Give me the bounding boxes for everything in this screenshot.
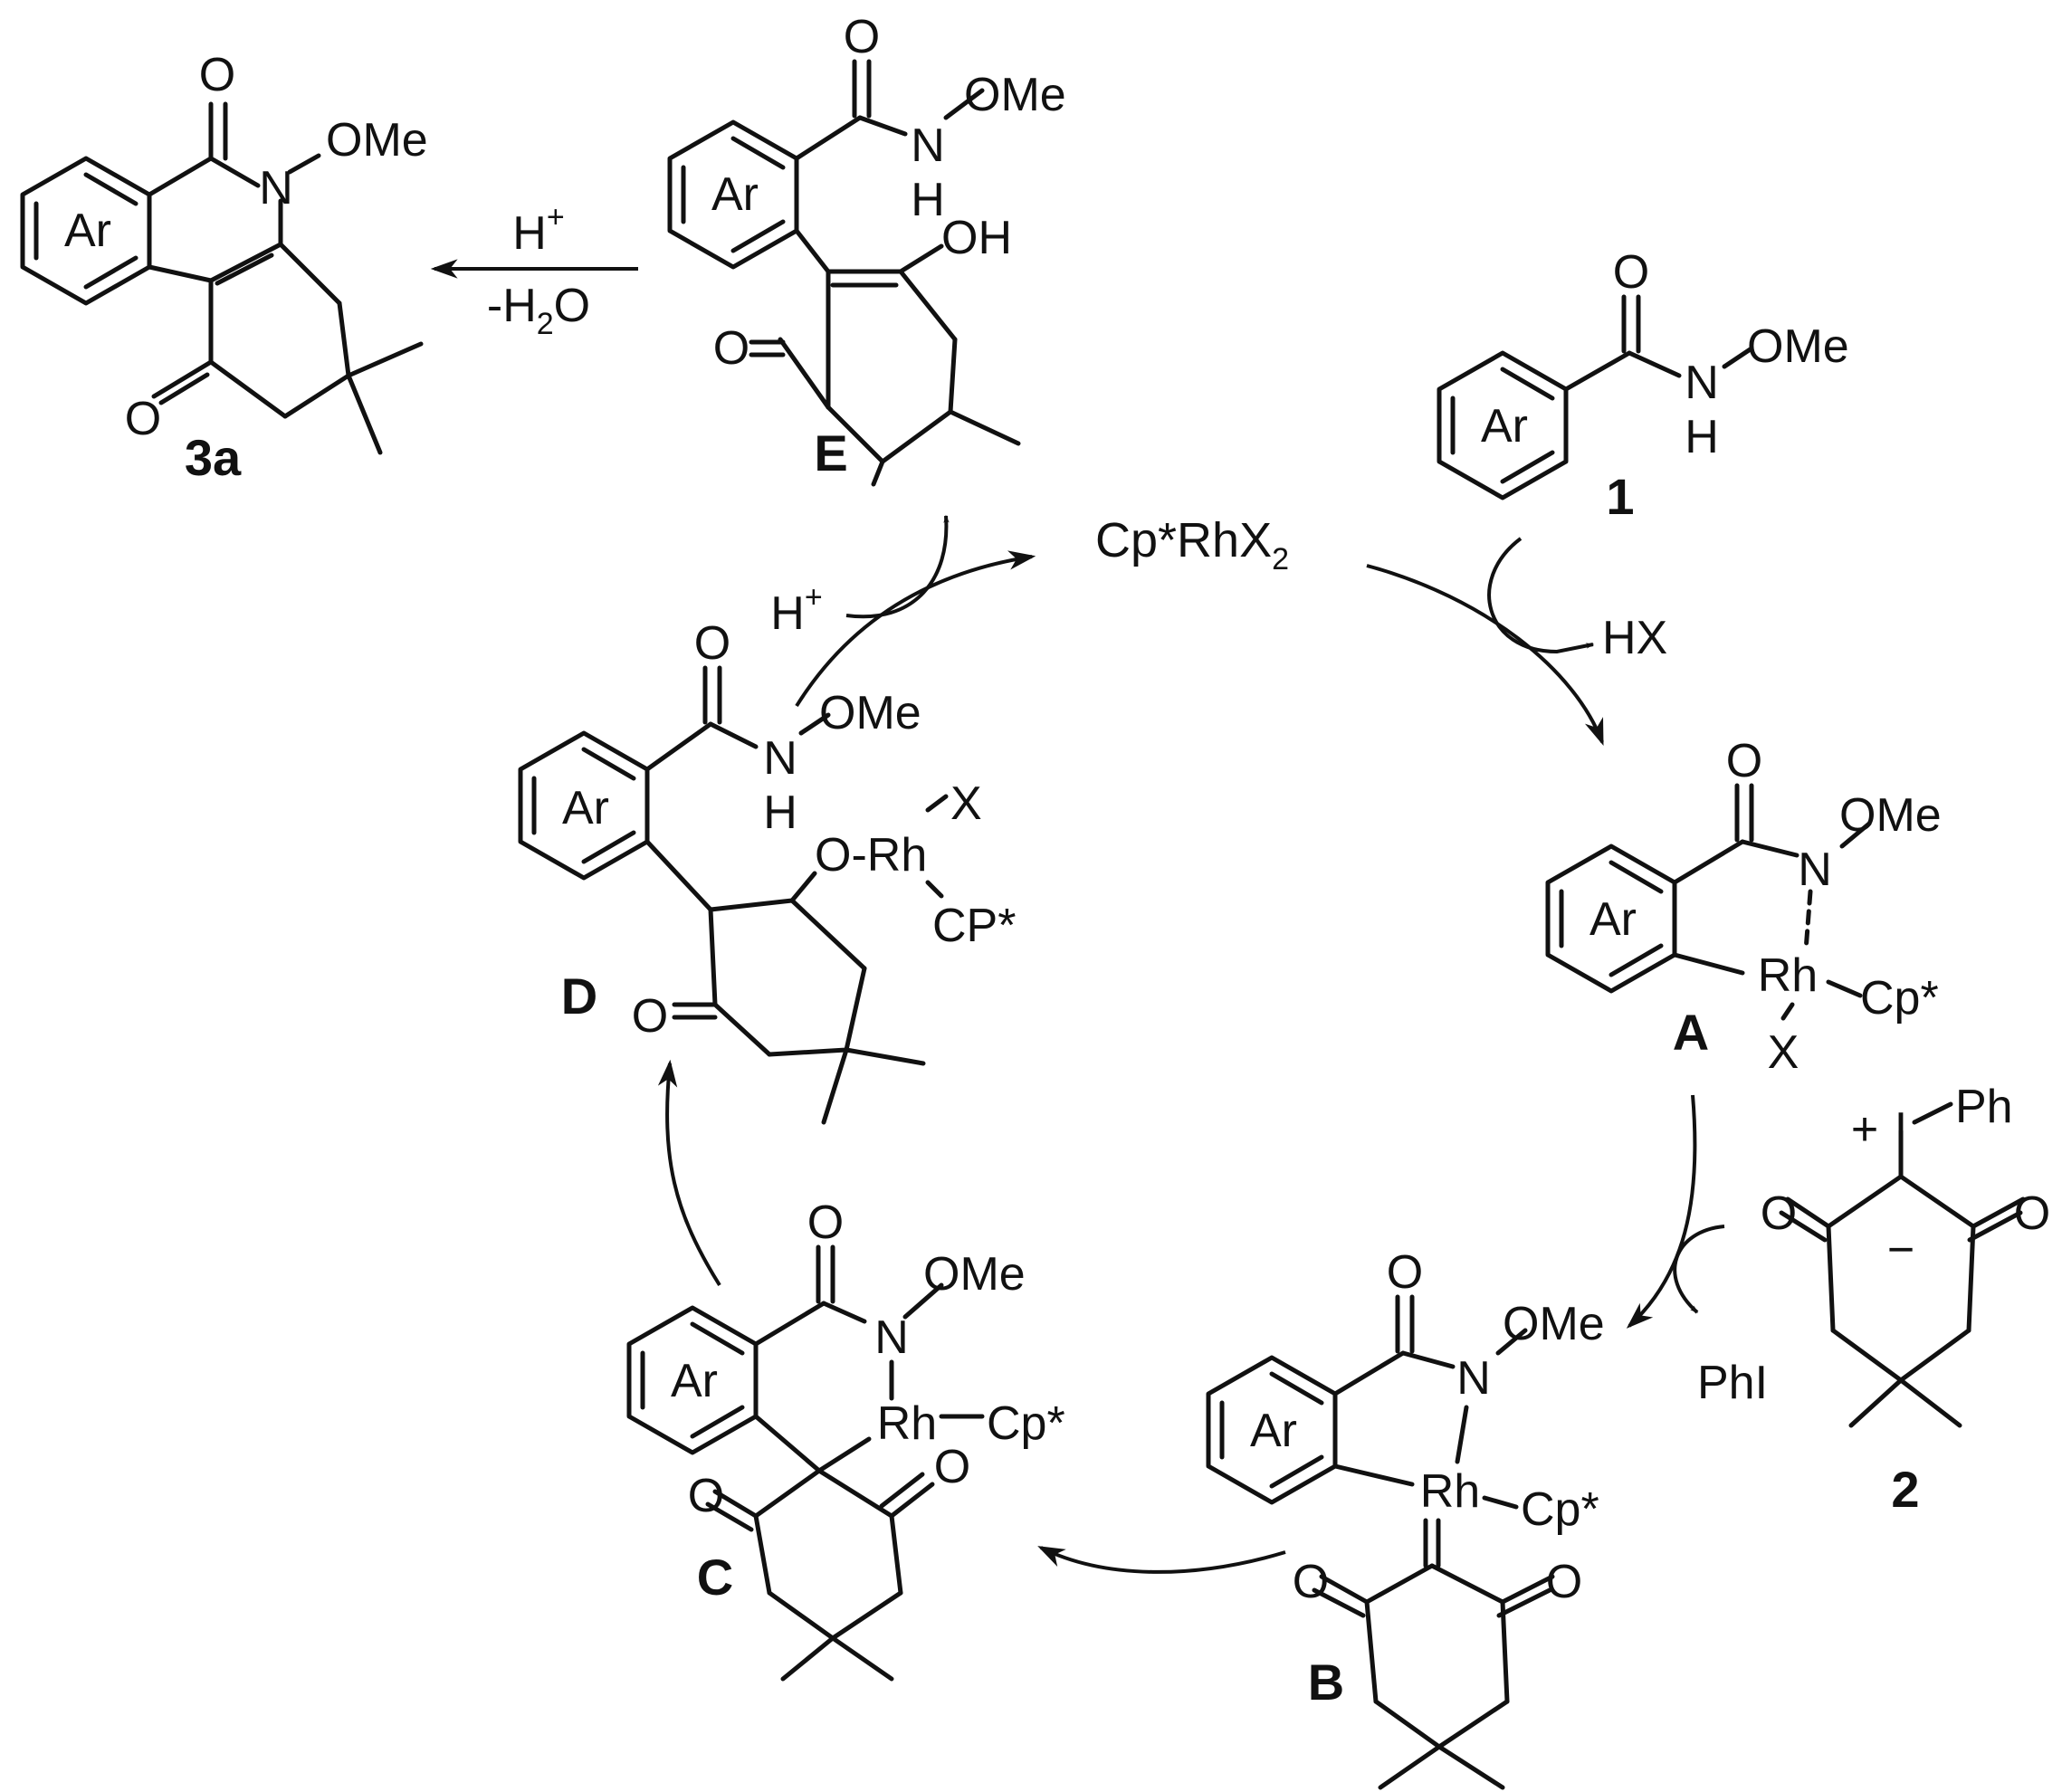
intermediate-d-label: D [561, 967, 597, 1025]
product-3a-nitrogen: N [259, 162, 293, 214]
product-3a-oxygen-bottom: O [125, 393, 161, 445]
intermediate-a-label: A [1673, 1004, 1709, 1061]
substrate-1-methoxy: OMe [1747, 320, 1849, 373]
intermediate-d-structure: Ar O N H OMe O-Rh X CP* O D [518, 617, 1016, 1125]
byproduct-phi: PhI [1697, 1357, 1768, 1409]
reagent-2-phenyl: Ph [1955, 1081, 2013, 1133]
intermediate-b-cp-star: Cp* [1521, 1483, 1599, 1536]
intermediate-d-nh-hydrogen: H [763, 786, 797, 839]
intermediate-c-methoxy: OMe [923, 1248, 1026, 1301]
reagent-2-minus-charge: − [1887, 1224, 1914, 1276]
arrow-b-to-c [1037, 1546, 1286, 1574]
arrow-c-to-d [657, 1059, 721, 1287]
intermediate-b-label: B [1308, 1654, 1344, 1711]
intermediate-e-label: E [814, 424, 847, 481]
protonation-label: H+ [770, 580, 822, 640]
arrow-catalyst-to-a [1366, 564, 1604, 747]
intermediate-b-ring-label: Ar [1250, 1405, 1297, 1457]
arrow-protonation-e-out [845, 514, 950, 619]
reagent-2-plus-charge: + [1851, 1103, 1878, 1156]
intermediate-b-nitrogen: N [1456, 1352, 1491, 1405]
cycle-arrows: HX PhI H+ [657, 514, 1768, 1574]
intermediate-d-methoxy: OMe [819, 687, 921, 739]
intermediate-c-oxygen-left: O [688, 1470, 724, 1522]
intermediate-a-cp-star: Cp* [1860, 972, 1939, 1025]
substrate-1-nh-hydrogen: H [1685, 411, 1719, 463]
product-3a-ring-label: Ar [64, 205, 111, 257]
intermediate-d-cp-star: CP* [932, 900, 1016, 952]
intermediate-d-o-rh: O-Rh [815, 829, 927, 882]
intermediate-b-methoxy: OMe [1503, 1298, 1605, 1350]
intermediate-d-oxygen-ketone: O [632, 990, 668, 1043]
intermediate-a-x-ligand: X [1768, 1026, 1799, 1079]
intermediate-b-rhodium: Rh [1420, 1465, 1480, 1518]
intermediate-b-structure: Ar O N OMe Rh Cp* O O B [1206, 1246, 1605, 1790]
arrow-d-to-catalyst [795, 550, 1036, 708]
intermediate-e-nitrogen: N [911, 119, 945, 172]
arrow-a-to-b [1626, 1094, 1697, 1329]
substrate-1-structure: Ar O N H OMe 1 [1437, 246, 1849, 525]
intermediate-e-methoxy: OMe [964, 69, 1066, 121]
intermediate-e-nh-hydrogen: H [911, 174, 945, 226]
byproduct-hx: HX [1602, 612, 1667, 664]
catalyst-label: Cp*RhX2 [1095, 513, 1289, 577]
intermediate-e-structure: Ar O N H OMe OH O E [667, 11, 1066, 487]
substrate-1-label: 1 [1606, 468, 1634, 525]
product-3a-label: 3a [185, 429, 242, 486]
intermediate-c-oxygen-right: O [934, 1441, 970, 1493]
product-3a-oxygen-top: O [199, 49, 235, 101]
reagent-2-oxygen-left: O [1761, 1187, 1797, 1240]
intermediate-c-label: C [697, 1549, 733, 1606]
intermediate-a-methoxy: OMe [1839, 789, 1942, 842]
intermediate-c-structure: Ar O N OMe Rh Cp* O O C [626, 1196, 1065, 1682]
intermediate-a-oxygen: O [1726, 735, 1762, 787]
intermediate-e-oxygen-carbonyl: O [844, 11, 880, 63]
intermediate-b-oxygen-right: O [1546, 1556, 1582, 1608]
intermediate-c-rhodium: Rh [877, 1397, 937, 1450]
intermediate-e-oxygen-ketone: O [713, 322, 749, 375]
intermediate-a-nitrogen: N [1798, 844, 1832, 896]
arrow-substrate-in-hx-out [1487, 537, 1595, 654]
intermediate-e-ring-label: Ar [711, 168, 759, 221]
intermediate-d-ring-label: Ar [562, 782, 609, 834]
intermediate-a-ring-label: Ar [1589, 893, 1637, 946]
intermediate-e-hydroxyl: OH [941, 212, 1012, 264]
arrow-reagent-in-phi-out [1673, 1225, 1725, 1314]
intermediate-d-x-ligand: X [950, 777, 982, 830]
substrate-1-ring-label: Ar [1481, 400, 1528, 453]
intermediate-b-oxygen: O [1387, 1246, 1423, 1299]
intermediate-c-ring-label: Ar [671, 1355, 718, 1407]
intermediate-d-nitrogen: N [763, 732, 797, 785]
cyclization-step: H+ -H2O [430, 200, 638, 341]
product-3a-methoxy: OMe [326, 114, 428, 167]
intermediate-a-rhodium: Rh [1758, 949, 1818, 1002]
reagent-2-structure: + I Ph O O − 2 [1761, 1081, 2050, 1518]
substrate-1-oxygen: O [1613, 246, 1649, 299]
reagent-2-oxygen-right: O [2014, 1187, 2050, 1240]
reagent-2-label: 2 [1891, 1461, 1919, 1518]
cyclization-dehydration-label: -H2O [487, 280, 590, 341]
intermediate-c-nitrogen: N [874, 1311, 909, 1364]
intermediate-b-oxygen-left: O [1293, 1556, 1329, 1608]
reagent-2-iodine: I [1895, 1103, 1907, 1156]
intermediate-d-oxygen: O [694, 617, 730, 670]
intermediate-c-cp-star: Cp* [987, 1397, 1065, 1450]
cyclization-acid-label: H+ [512, 200, 564, 260]
product-3a-structure: Ar O N OMe O 3a [20, 49, 428, 486]
substrate-1-nitrogen: N [1685, 357, 1719, 409]
intermediate-c-oxygen: O [807, 1196, 844, 1249]
intermediate-a-structure: Ar O N OMe Rh Cp* X A [1545, 735, 1942, 1079]
